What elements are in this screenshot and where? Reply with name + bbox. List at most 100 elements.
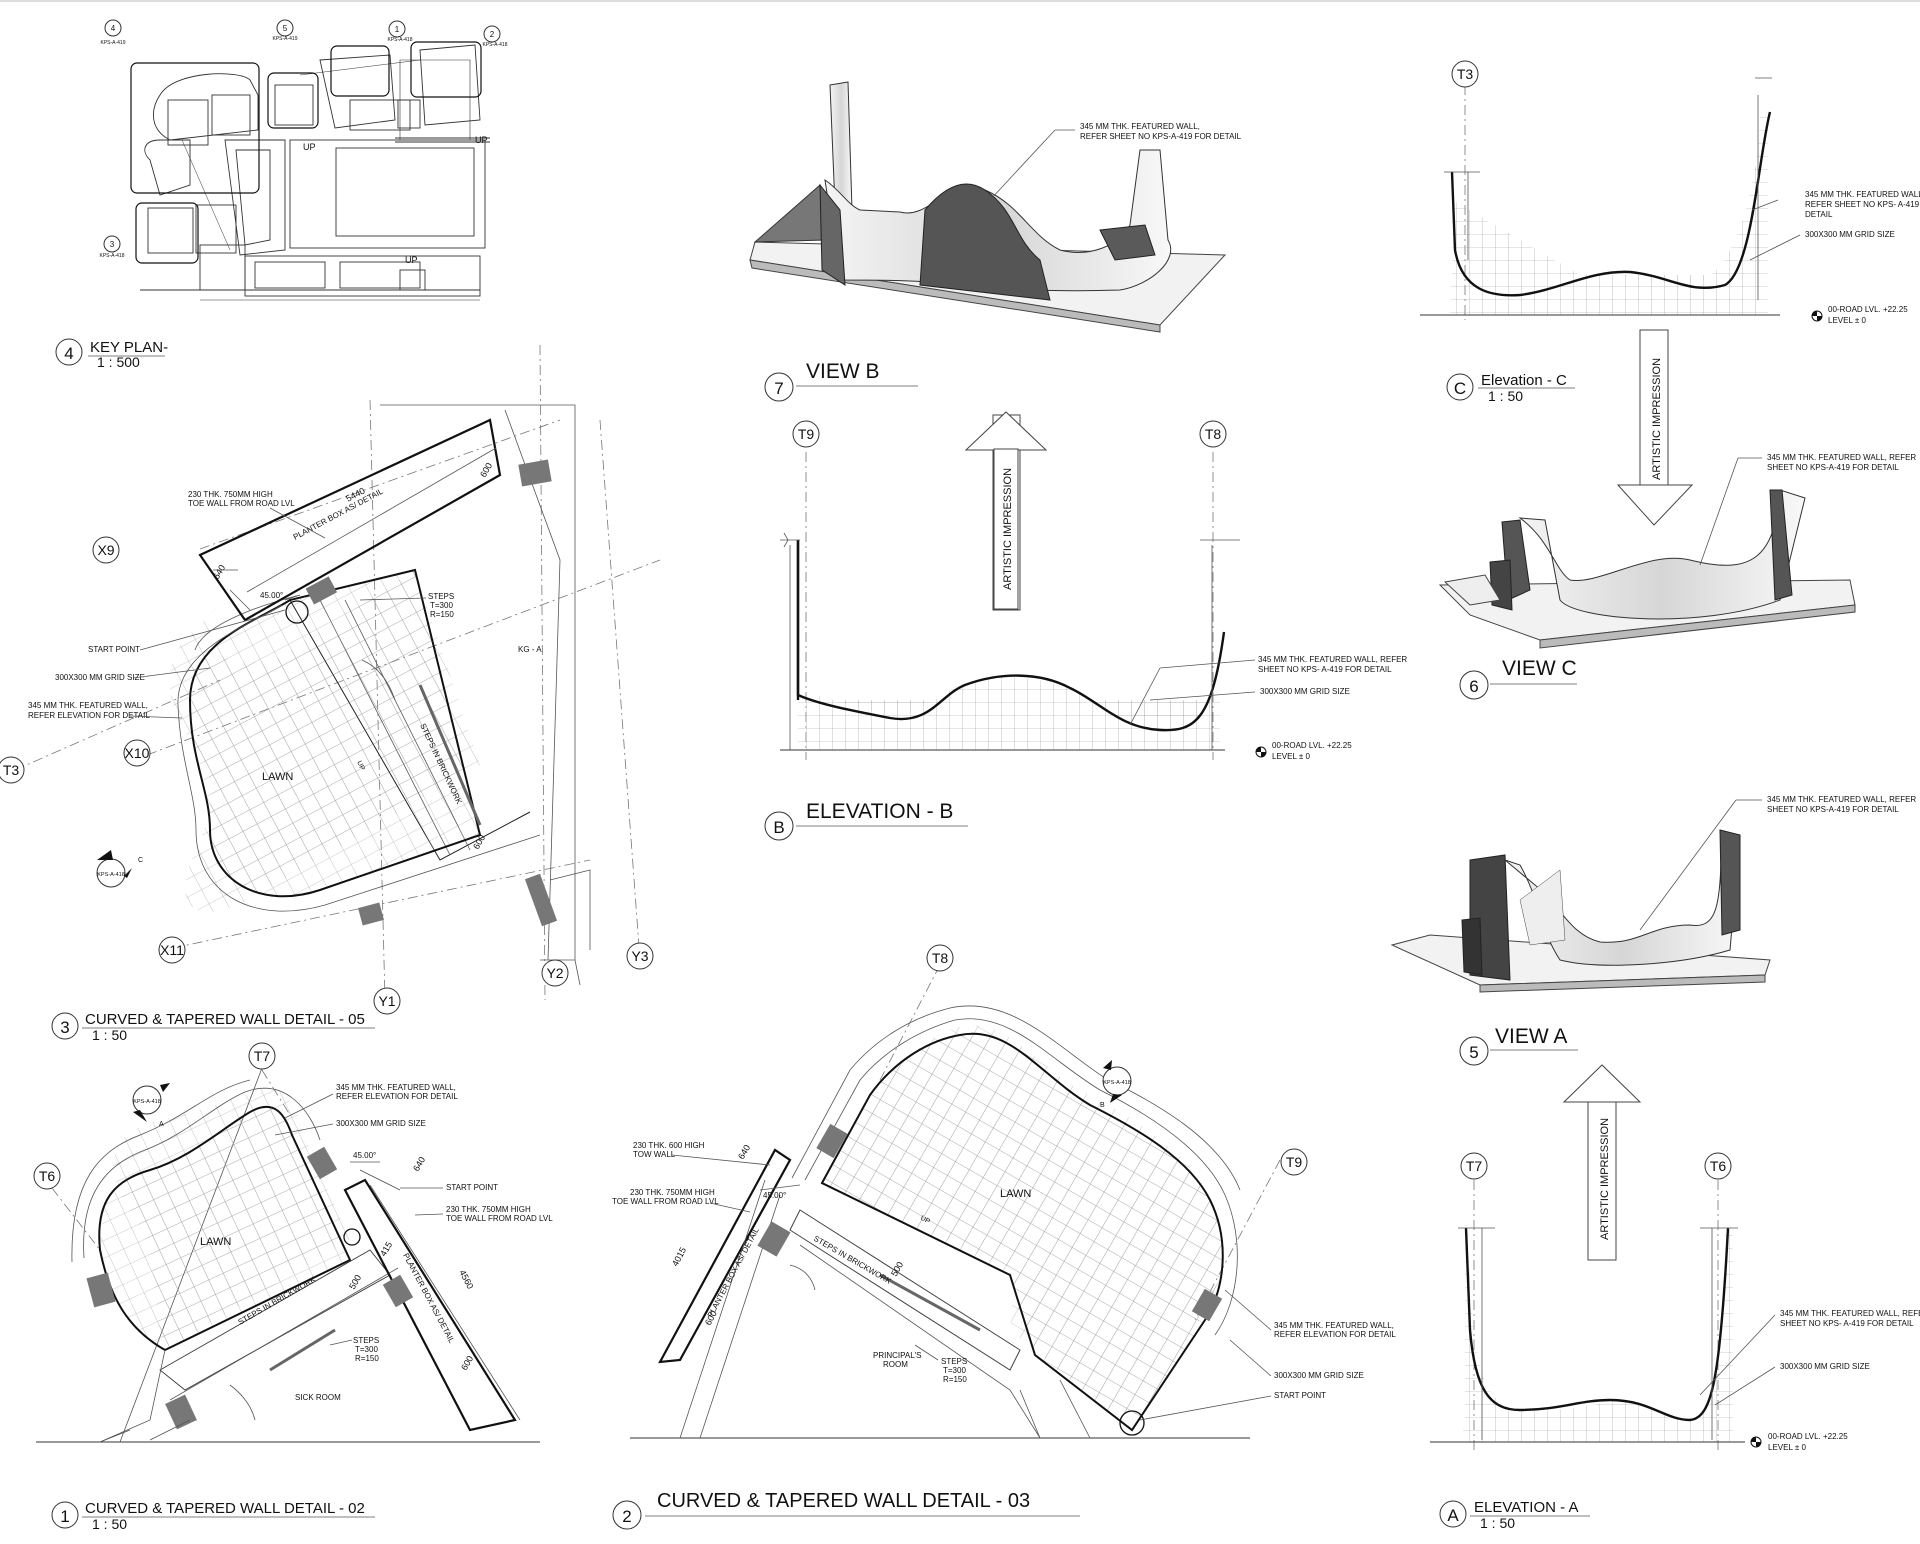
detail-05: PLANTER BOX AS/ DETAIL STEPS IN BRICKWOR… — [0, 344, 661, 1043]
svg-text:UP: UP — [405, 255, 418, 265]
grid-label: T3 — [1457, 66, 1474, 82]
level-value: LEVEL ± 0 — [1828, 316, 1866, 325]
svg-text:KPS-A-418: KPS-A-418 — [97, 872, 125, 878]
level-label: 00-ROAD LVL. +22.25 — [1828, 305, 1908, 314]
lawn-label: LAWN — [200, 1236, 231, 1248]
view-number-bubble — [1459, 670, 1489, 700]
grid-label: T3 — [3, 762, 20, 778]
view-c-note: SHEET NO KPS-A-419 FOR DETAIL — [1767, 463, 1899, 472]
note: 300X300 MM GRID SIZE — [1274, 1371, 1364, 1380]
view-b-model — [749, 81, 1227, 333]
elev-b-grid-note: 300X300 MM GRID SIZE — [1260, 687, 1350, 696]
level-value: LEVEL ± 0 — [1768, 1443, 1806, 1452]
view-b: 345 MM THK. FEATURED WALL, REFER SHEET N… — [749, 81, 1242, 402]
grid-label: T8 — [1205, 426, 1222, 442]
svg-text:KPS-A-418: KPS-A-418 — [1103, 1080, 1131, 1086]
note: TOE WALL FROM ROAD LVL — [612, 1197, 719, 1206]
view-scale: 1 : 50 — [92, 1516, 127, 1532]
grid-label: X9 — [97, 542, 114, 558]
view-title: KEY PLAN- — [90, 339, 168, 356]
dimension-label: 640 — [211, 563, 227, 581]
section-marker: KPS-A-418 C — [96, 850, 143, 888]
svg-text:KPS-A-418: KPS-A-418 — [99, 253, 124, 259]
note: START POINT — [446, 1183, 498, 1192]
up-label: UP — [355, 760, 366, 772]
svg-text:B: B — [1100, 1102, 1105, 1109]
view-number: B — [773, 818, 784, 837]
grid-bubble — [1704, 1152, 1732, 1180]
dimension-label: 640 — [411, 1155, 427, 1173]
grid-label: Y2 — [546, 965, 563, 981]
view-scale: 1 : 50 — [1480, 1515, 1515, 1531]
note: 230 THK. 600 HIGH — [633, 1141, 705, 1150]
view-title: VIEW C — [1502, 657, 1577, 680]
svg-text:3: 3 — [110, 240, 115, 249]
level-label: 00-ROAD LVL. +22.25 — [1272, 741, 1352, 750]
dimension-label: 415 — [378, 1240, 394, 1258]
steps-note: R=150 — [943, 1375, 967, 1384]
room-label: SICK ROOM — [295, 1393, 341, 1402]
elev-a-grid-note: 300X300 MM GRID SIZE — [1780, 1362, 1870, 1371]
steps-note: T=300 — [430, 601, 453, 610]
planter-label: PLANTER BOX AS/ DETAIL — [292, 486, 385, 541]
detail-02: LAWN SICK ROOM STEPS IN BRICKWORK PLANTE… — [33, 1042, 553, 1532]
view-a: 345 MM THK. FEATURED WALL, REFER SHEET N… — [1390, 795, 1916, 1261]
angle-label: 45.00° — [260, 591, 283, 600]
view-title: ELEVATION - A — [1474, 1499, 1578, 1516]
view-number: 6 — [1469, 677, 1478, 696]
grid-bubble — [1199, 420, 1227, 448]
key-plan-drawing — [140, 44, 490, 301]
note: 345 MM THK. FEATURED WALL, — [1274, 1321, 1394, 1330]
planter-label: PLANTER BOX AS/ DETAIL — [706, 1226, 761, 1319]
view-number: 5 — [1469, 1043, 1478, 1062]
elevation-a: T7 T6 345 MM THK. FEATURED WALL, REFER S… — [1430, 1152, 1920, 1531]
note: 230 THK. 750MM HIGH — [188, 490, 273, 499]
svg-text:1: 1 — [395, 25, 400, 34]
room-label: ROOM — [883, 1360, 908, 1369]
view-number-bubble — [764, 811, 794, 841]
note: 300X300 MM GRID SIZE — [336, 1119, 426, 1128]
svg-text:4: 4 — [111, 24, 116, 33]
elev-c-note: REFER SHEET NO KPS- A-419 FOR — [1805, 200, 1920, 209]
view-number-bubble — [1446, 373, 1474, 401]
view-title: CURVED & TAPERED WALL DETAIL - 05 — [85, 1011, 365, 1028]
view-title: Elevation - C — [1481, 372, 1567, 389]
steps-in-brickwork-label: STEPS IN BRICKWORK — [812, 1234, 893, 1286]
view-number: 3 — [60, 1018, 69, 1037]
view-number-bubble — [51, 1012, 79, 1040]
note: 300X300 MM GRID SIZE — [55, 673, 145, 682]
svg-text:KPS-A-419: KPS-A-419 — [272, 36, 297, 42]
grid-label: X10 — [125, 745, 150, 761]
grid-label: T9 — [798, 426, 815, 442]
dimension-label: 600 — [459, 1354, 475, 1372]
up-label: UP — [919, 1215, 931, 1226]
view-number-bubble — [1439, 1500, 1467, 1528]
dimension-label: 4015 — [670, 1246, 688, 1268]
view-number: 7 — [774, 379, 783, 398]
grid-label: X11 — [160, 942, 184, 958]
view-c: 345 MM THK. FEATURED WALL, REFER SHEET N… — [1438, 453, 1916, 700]
view-title: CURVED & TAPERED WALL DETAIL - 02 — [85, 1500, 365, 1517]
section-marker: KPS-A-418 B — [1100, 1060, 1132, 1109]
view-number: 4 — [64, 344, 73, 363]
steps-note: R=150 — [355, 1354, 379, 1363]
note: 230 THK. 750MM HIGH — [630, 1188, 715, 1197]
view-number: A — [1447, 1506, 1459, 1525]
steps-note: STEPS — [941, 1357, 967, 1366]
note: 345 MM THK. FEATURED WALL, — [28, 701, 148, 710]
grid-label: T7 — [1466, 1158, 1483, 1174]
elev-a-note: 345 MM THK. FEATURED WALL, REFER — [1780, 1309, 1920, 1318]
key-plan: 4 KPS-A-419 5 KPS-A-419 1 KPS-A-418 2 KP… — [55, 19, 508, 370]
view-number: 1 — [60, 1507, 69, 1526]
svg-text:UP: UP — [475, 135, 488, 145]
elev-c-note: 345 MM THK. FEATURED WALL, — [1805, 190, 1920, 199]
svg-text:2: 2 — [490, 30, 495, 39]
dimension-label: 4560 — [457, 1268, 475, 1290]
dimension-label: 500 — [347, 1273, 363, 1291]
note: TOE WALL FROM ROAD LVL — [188, 499, 295, 508]
grid-label: T9 — [1286, 1154, 1303, 1170]
view-title: VIEW A — [1495, 1025, 1567, 1048]
view-scale: 1 : 500 — [97, 354, 140, 370]
grid-label: T8 — [932, 950, 949, 966]
artistic-impression-label: ARTISTIC IMPRESSION — [1002, 468, 1014, 590]
